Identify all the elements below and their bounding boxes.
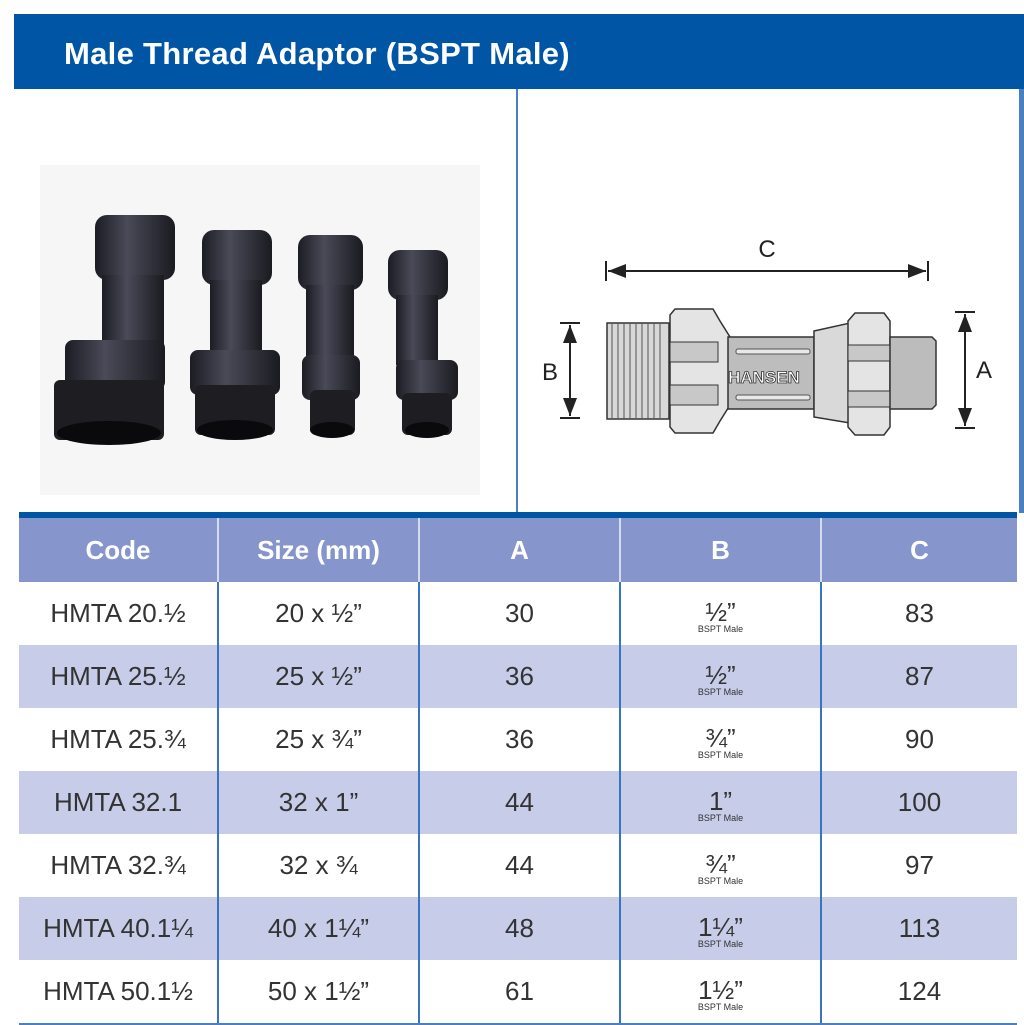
cell-b: 1½”BSPT Male xyxy=(621,960,822,1023)
table-row: HMTA 32.1 32 x 1” 44 1”BSPT Male 100 xyxy=(19,771,1017,834)
table-row: HMTA 50.1½ 50 x 1½” 61 1½”BSPT Male 124 xyxy=(19,960,1017,1025)
cell-code: HMTA 32.1 xyxy=(19,771,219,834)
spec-table: Code Size (mm) A B C HMTA 20.½ 20 x ½” 3… xyxy=(19,512,1017,1025)
brand-logo: HANSEN xyxy=(728,368,800,387)
cell-c: 90 xyxy=(905,724,934,754)
cell-a: 61 xyxy=(420,960,621,1023)
b-sublabel: BSPT Male xyxy=(697,687,744,697)
b-sublabel: BSPT Male xyxy=(697,939,744,949)
cell-a: 44 xyxy=(420,771,621,834)
cell-size: 32 x 1” xyxy=(219,771,420,834)
dim-a-label: A xyxy=(976,357,992,384)
cell-code: HMTA 50.1½ xyxy=(19,960,219,1023)
table-row: HMTA 25.¾ 25 x ¾” 36 ¾”BSPT Male 90 xyxy=(19,708,1017,771)
cell-size: 50 x 1½” xyxy=(219,960,420,1023)
b-sublabel: BSPT Male xyxy=(697,876,744,886)
dim-b-label: B xyxy=(542,359,558,386)
cell-b: 1¼”BSPT Male xyxy=(621,897,822,960)
cell-code: HMTA 20.½ xyxy=(19,582,219,645)
cell-size: 25 x ¾” xyxy=(219,708,420,771)
b-sublabel: BSPT Male xyxy=(697,750,744,760)
cell-c: 87 xyxy=(905,661,934,691)
cell-b: ½”BSPT Male xyxy=(621,582,822,645)
cell-c: 124 xyxy=(897,976,942,1006)
b-value: 1½” xyxy=(698,975,743,1005)
section-divider xyxy=(516,89,518,513)
cell-code: HMTA 25.¾ xyxy=(19,708,219,771)
b-value: ¾” xyxy=(705,723,736,753)
b-value: ½” xyxy=(705,597,736,627)
cell-c: 97 xyxy=(905,850,934,880)
cell-b: ¾”BSPT Male xyxy=(621,708,822,771)
cell-code: HMTA 25.½ xyxy=(19,645,219,708)
dimension-diagram: C B A HANSEN xyxy=(530,225,1010,445)
cell-code: HMTA 40.1¼ xyxy=(19,897,219,960)
fitting-medium-1 xyxy=(190,230,280,440)
col-header-a: A xyxy=(420,518,621,582)
right-border xyxy=(1019,89,1024,513)
cell-b: ½”BSPT Male xyxy=(621,645,822,708)
cell-size: 25 x ½” xyxy=(219,645,420,708)
dim-c-label: C xyxy=(758,236,775,263)
b-sublabel: BSPT Male xyxy=(697,624,744,634)
table-row: HMTA 32.¾ 32 x ¾ 44 ¾”BSPT Male 97 xyxy=(19,834,1017,897)
col-header-size: Size (mm) xyxy=(219,518,420,582)
b-sublabel: BSPT Male xyxy=(697,1002,744,1012)
cell-b: 1”BSPT Male xyxy=(621,771,822,834)
cell-a: 36 xyxy=(420,645,621,708)
table-row: HMTA 25.½ 25 x ½” 36 ½”BSPT Male 87 xyxy=(19,645,1017,708)
cell-c: 100 xyxy=(897,787,942,817)
col-header-code: Code xyxy=(19,518,219,582)
cell-code: HMTA 32.¾ xyxy=(19,834,219,897)
table-header-row: Code Size (mm) A B C xyxy=(19,518,1017,582)
b-value: ¾” xyxy=(705,849,736,879)
cell-b: ¾”BSPT Male xyxy=(621,834,822,897)
cell-c: 83 xyxy=(905,598,934,628)
table-row: HMTA 40.1¼ 40 x 1¼” 48 1¼”BSPT Male 113 xyxy=(19,897,1017,960)
b-value: 1” xyxy=(708,786,733,816)
page-title: Male Thread Adaptor (BSPT Male) xyxy=(64,36,570,71)
cell-c: 113 xyxy=(898,913,941,943)
cell-a: 30 xyxy=(420,582,621,645)
cell-size: 20 x ½” xyxy=(219,582,420,645)
cell-a: 48 xyxy=(420,897,621,960)
fitting-medium-2 xyxy=(298,235,363,438)
b-value: ½” xyxy=(705,660,736,690)
col-header-c: C xyxy=(910,534,929,565)
product-photo xyxy=(40,165,480,495)
cell-a: 44 xyxy=(420,834,621,897)
fitting-large xyxy=(54,215,175,445)
col-header-b: B xyxy=(621,518,822,582)
cell-size: 32 x ¾ xyxy=(219,834,420,897)
b-sublabel: BSPT Male xyxy=(697,813,744,823)
b-value: 1¼” xyxy=(698,912,743,942)
cell-a: 36 xyxy=(420,708,621,771)
cell-size: 40 x 1¼” xyxy=(219,897,420,960)
title-banner: Male Thread Adaptor (BSPT Male) xyxy=(14,14,1024,89)
table-row: HMTA 20.½ 20 x ½” 30 ½”BSPT Male 83 xyxy=(19,582,1017,645)
fitting-small xyxy=(388,250,458,438)
